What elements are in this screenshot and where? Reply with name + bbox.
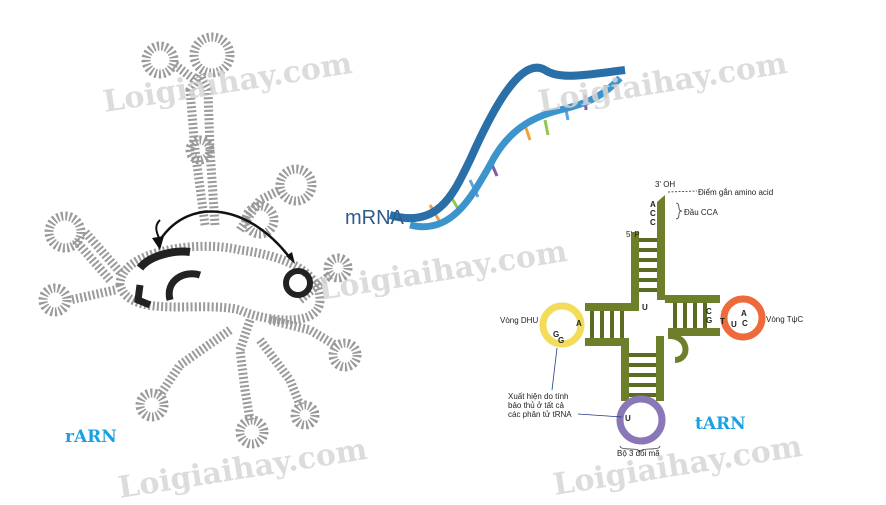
dhu-loop — [539, 302, 585, 348]
mrna-helix — [388, 63, 626, 231]
base-u: U — [625, 414, 631, 423]
five-prime-label: 5' P — [626, 230, 640, 239]
mrna-label: mRNA — [345, 207, 405, 229]
base-a: A — [650, 200, 656, 209]
base-c: C — [650, 209, 656, 218]
base-u: U — [642, 303, 648, 312]
base-a: A — [741, 309, 747, 318]
anticodon-label: Bộ 3 đối mã — [617, 449, 660, 458]
rarn-label: rARN — [65, 427, 117, 447]
base-u: U — [731, 320, 737, 329]
dhu-loop-label: Vòng DHU — [500, 316, 538, 325]
tarn-label: tARN — [695, 414, 746, 434]
base-c: C — [706, 307, 712, 316]
conserved-note-line: các phân tử tRNA — [508, 410, 572, 419]
three-prime-label: 3' OH — [655, 180, 675, 189]
tpsic-loop-label: Vòng TψC — [766, 315, 803, 324]
watermark: Loigiaihay.com — [316, 234, 570, 308]
amino-site-label: Điểm gắn amino acid — [698, 188, 773, 197]
base-t: T — [720, 317, 725, 326]
rarn-arrow — [158, 210, 291, 259]
conserved-note-line: bảo thủ ở tất cả — [508, 401, 565, 410]
base-c: C — [650, 218, 656, 227]
anticodon-loop — [616, 395, 666, 445]
base-a: A — [576, 319, 582, 328]
conserved-note-line: Xuất hiện do tính — [508, 392, 569, 401]
base-g: G — [558, 336, 564, 345]
watermark: Loigiaihay.com — [101, 46, 355, 120]
watermark: Loigiaihay.com — [551, 429, 805, 503]
trna-structure — [539, 195, 766, 445]
watermark: Loigiaihay.com — [536, 46, 790, 120]
cca-end-label: Đầu CCA — [684, 208, 718, 217]
tpsic-loop — [720, 295, 766, 341]
base-c: C — [742, 319, 748, 328]
base-g: G — [706, 316, 712, 325]
base-g: G — [553, 330, 559, 339]
rarn-structure — [38, 32, 362, 449]
